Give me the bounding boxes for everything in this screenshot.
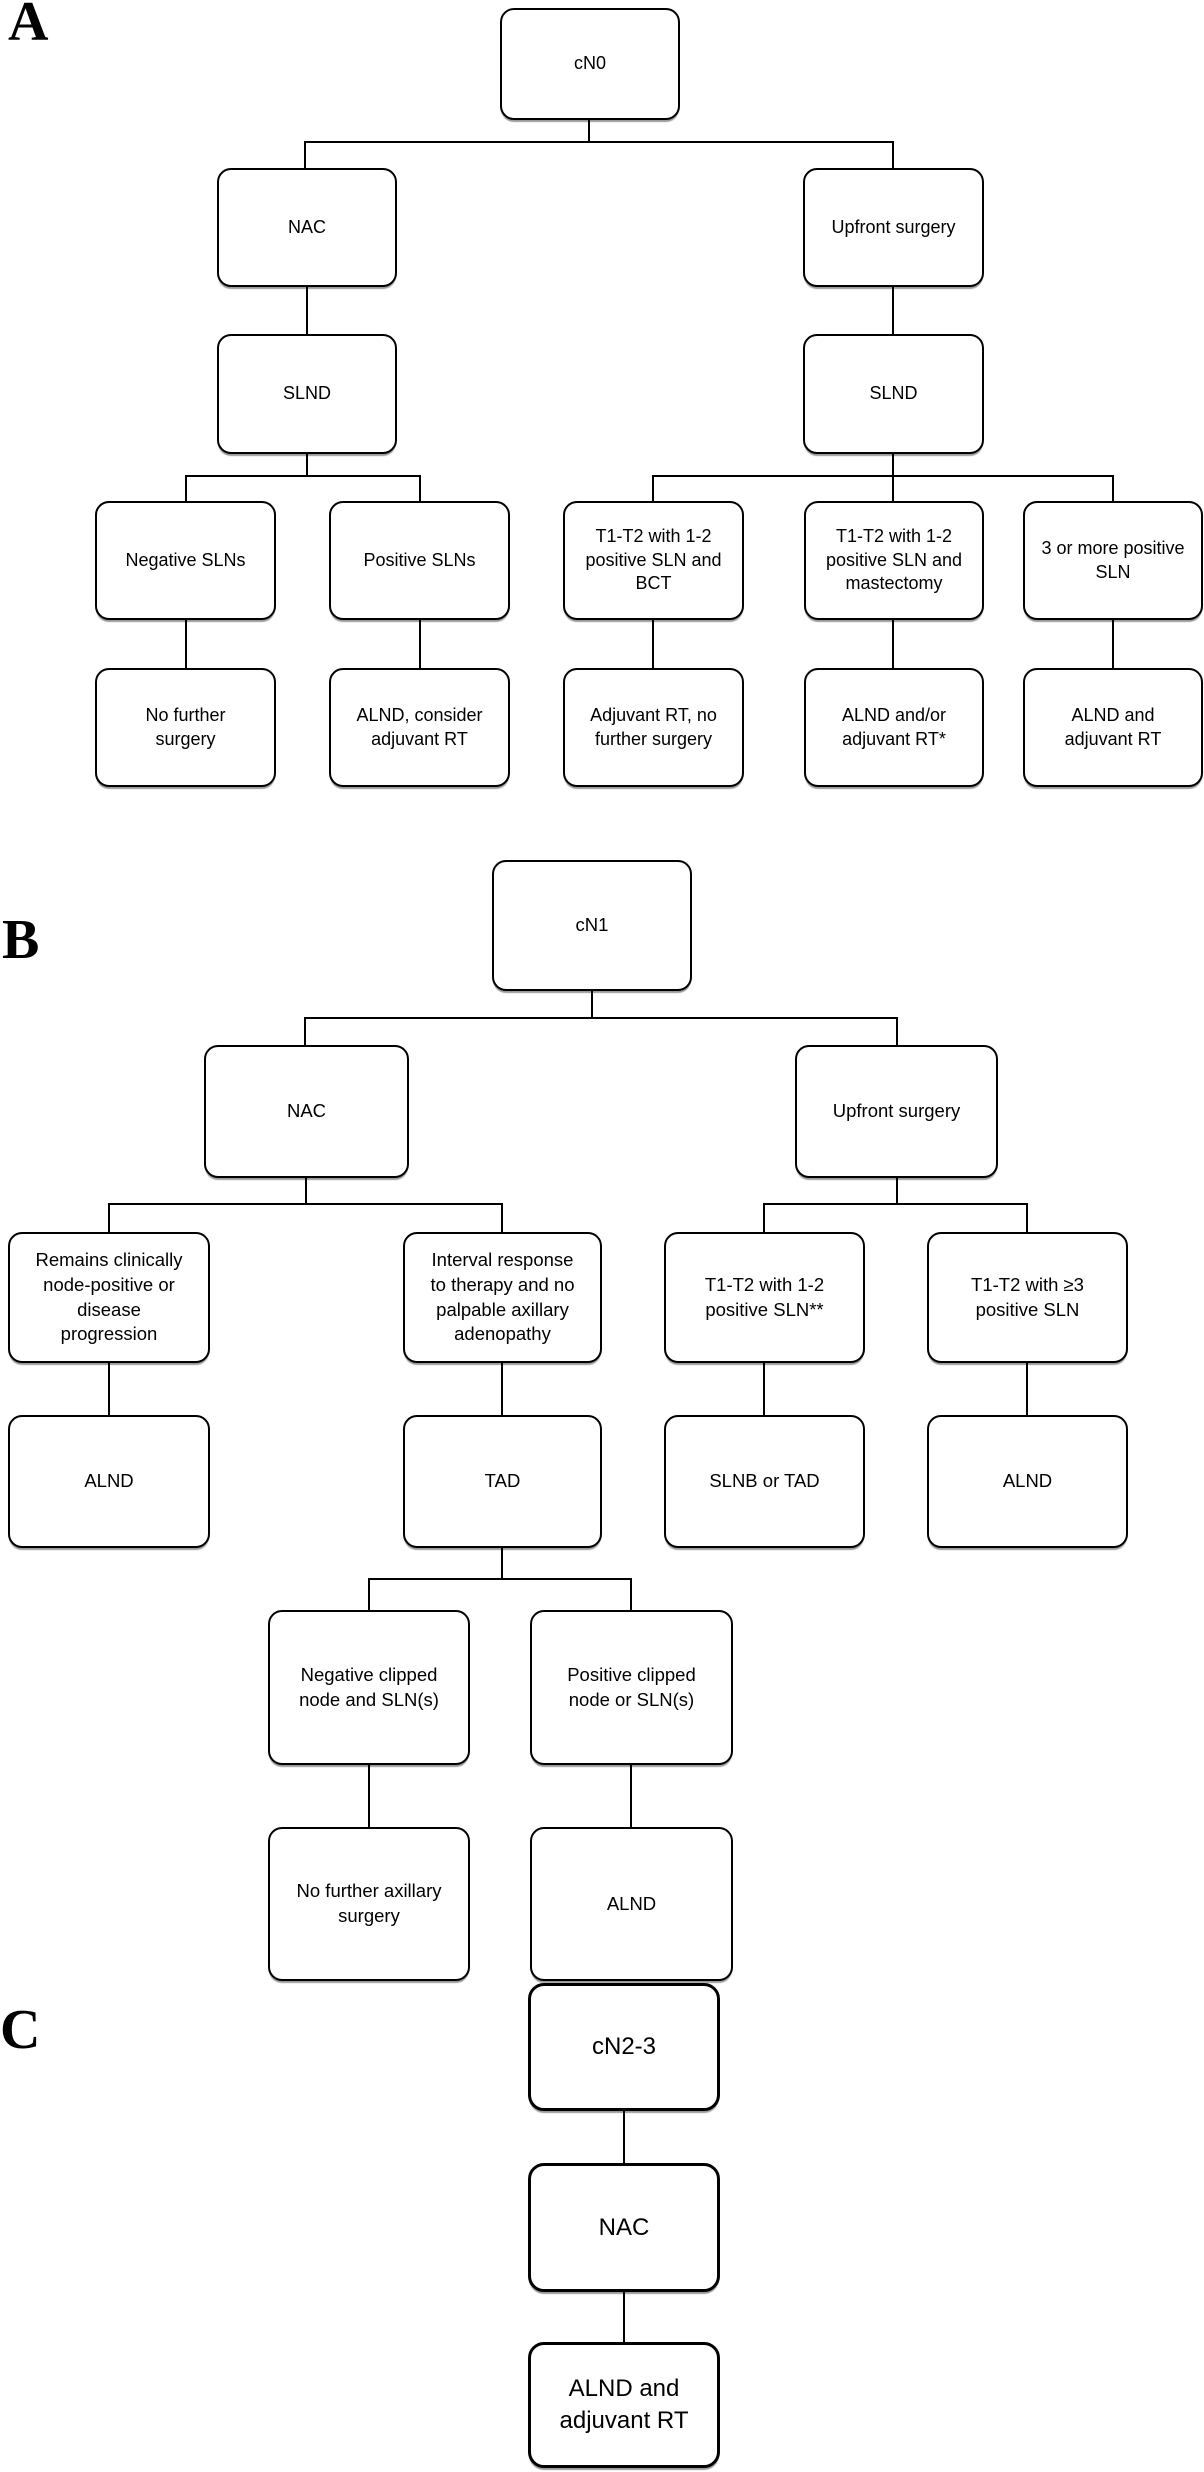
node-a-slnd-left: SLND xyxy=(217,334,397,454)
node-a-nac: NAC xyxy=(217,168,397,287)
connector-line xyxy=(185,475,187,501)
node-no-further-axillary: No further axillary surgery xyxy=(268,1827,470,1981)
connector-line xyxy=(304,141,306,168)
connector-line xyxy=(763,1203,765,1232)
connector-line xyxy=(630,1578,632,1610)
node-c-alnd-and-rt: ALND and adjuvant RT xyxy=(528,2342,720,2468)
connector-line xyxy=(304,141,894,143)
panel-b-label: B xyxy=(2,909,40,971)
connector-line xyxy=(306,454,308,477)
node-interval-response: Interval response to therapy and no palp… xyxy=(403,1232,602,1363)
node-alnd-and-rt: ALND and adjuvant RT xyxy=(1023,668,1203,787)
node-cn1: cN1 xyxy=(492,860,692,991)
connector-line xyxy=(623,2292,625,2342)
node-alnd-andor-rt: ALND and/or adjuvant RT* xyxy=(804,668,984,787)
node-a-slnd-right: SLND xyxy=(803,334,984,454)
connector-line xyxy=(896,1178,898,1205)
connector-line xyxy=(368,1765,370,1827)
connector-line xyxy=(419,475,421,501)
connector-line xyxy=(630,1765,632,1827)
connector-line xyxy=(1112,620,1114,668)
node-t12-12-sln: T1-T2 with 1-2 positive SLN** xyxy=(664,1232,865,1363)
connector-line xyxy=(623,2111,625,2163)
connector-line xyxy=(108,1363,110,1415)
node-cn0: cN0 xyxy=(500,8,680,120)
connector-line xyxy=(591,991,593,1018)
node-c-nac: NAC xyxy=(528,2163,720,2292)
node-a-upfront-surgery: Upfront surgery xyxy=(803,168,984,287)
node-t12-bct: T1-T2 with 1-2 positive SLN and BCT xyxy=(563,501,744,620)
node-three-or-more-sln: 3 or more positive SLN xyxy=(1023,501,1203,620)
connector-line xyxy=(304,1017,306,1045)
connector-line xyxy=(652,475,1114,477)
connector-line xyxy=(501,1363,503,1415)
node-alnd-left: ALND xyxy=(8,1415,210,1548)
connector-line xyxy=(763,1203,1028,1205)
node-t12-ge3-sln: T1-T2 with ≥3 positive SLN xyxy=(927,1232,1128,1363)
node-positive-clipped: Positive clipped node or SLN(s) xyxy=(530,1610,733,1765)
connector-line xyxy=(501,1548,503,1579)
connector-line xyxy=(368,1578,370,1610)
node-alnd-right: ALND xyxy=(927,1415,1128,1548)
node-t12-mastectomy: T1-T2 with 1-2 positive SLN and mastecto… xyxy=(804,501,984,620)
connector-line xyxy=(304,1017,898,1019)
connector-line xyxy=(652,475,654,501)
node-slnb-or-tad: SLNB or TAD xyxy=(664,1415,865,1548)
panel-c-label: C xyxy=(0,1999,41,2061)
panel-a-label: A xyxy=(8,0,49,53)
node-tad: TAD xyxy=(403,1415,602,1548)
node-alnd-bottom: ALND xyxy=(530,1827,733,1981)
connector-line xyxy=(763,1363,765,1415)
connector-line xyxy=(1026,1203,1028,1232)
connector-line xyxy=(892,620,894,668)
connector-line xyxy=(368,1578,632,1580)
connector-line xyxy=(108,1203,503,1205)
connector-line xyxy=(892,141,894,168)
connector-line xyxy=(892,287,894,334)
node-b-nac: NAC xyxy=(204,1045,409,1178)
node-positive-slns: Positive SLNs xyxy=(329,501,510,620)
connector-line xyxy=(501,1203,503,1232)
connector-line xyxy=(1112,475,1114,501)
node-adjuvant-rt-no-surgery: Adjuvant RT, no further surgery xyxy=(563,668,744,787)
node-negative-clipped: Negative clipped node and SLN(s) xyxy=(268,1610,470,1765)
connector-line xyxy=(588,120,590,143)
node-negative-slns: Negative SLNs xyxy=(95,501,276,620)
connector-line xyxy=(892,454,894,501)
node-cn23: cN2-3 xyxy=(528,1983,720,2111)
connector-line xyxy=(305,1178,307,1205)
connector-line xyxy=(652,620,654,668)
node-remains-node-positive: Remains clinically node-positive or dise… xyxy=(8,1232,210,1363)
connector-line xyxy=(185,620,187,668)
connector-line xyxy=(185,475,421,477)
connector-line xyxy=(419,620,421,668)
connector-line xyxy=(108,1203,110,1232)
connector-line xyxy=(896,1017,898,1045)
node-b-upfront-surgery: Upfront surgery xyxy=(795,1045,998,1178)
connector-line xyxy=(306,287,308,334)
node-alnd-consider-rt: ALND, consider adjuvant RT xyxy=(329,668,510,787)
node-no-further-surgery: No further surgery xyxy=(95,668,276,787)
connector-line xyxy=(1026,1363,1028,1415)
